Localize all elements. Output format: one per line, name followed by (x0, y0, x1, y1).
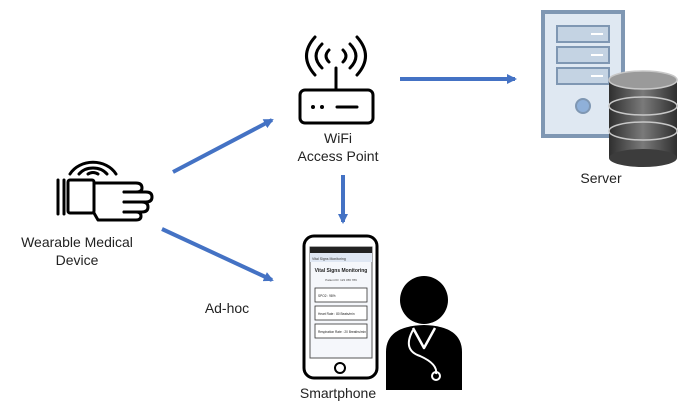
wearable-device-label: Wearable Medical Device (0, 233, 154, 269)
wifi-router-icon (298, 35, 375, 125)
doctor-icon (386, 276, 462, 390)
phone-screen-subtitle: Patient ID: 123 456 789 (325, 278, 357, 282)
phone-item-respiration: Respiration Rate : 20 Breaths/min (318, 330, 366, 334)
wifi-label-line2: Access Point (297, 148, 379, 164)
database-icon (608, 70, 678, 167)
wifi-access-point-label: WiFi Access Point (283, 129, 393, 165)
wearable-hand-icon (56, 160, 154, 222)
wearable-label-line1: Wearable Medical (21, 234, 133, 250)
phone-item-spo2: SPO2 : 98% (318, 294, 336, 298)
server-label: Server (580, 170, 622, 186)
arrow-wearable-to-smartphone (161, 227, 274, 282)
phone-item-heart-rate: Heart Rate : 80 Beats/min (318, 312, 355, 316)
phone-screen-header: Vital Signs Monitoring (312, 257, 346, 261)
smartphone-icon: Vital Signs Monitoring Vital Signs Monit… (302, 234, 379, 380)
phone-screen-title: Vital Signs Monitoring (315, 268, 368, 274)
server-tower-icon (541, 10, 625, 138)
adhoc-label: Ad-hoc (204, 300, 250, 316)
smartphone-label: Smartphone (299, 385, 377, 401)
wifi-label-line1: WiFi (324, 130, 352, 146)
wearable-label-line2: Device (55, 252, 99, 268)
arrow-wearable-to-wifi (172, 118, 274, 174)
